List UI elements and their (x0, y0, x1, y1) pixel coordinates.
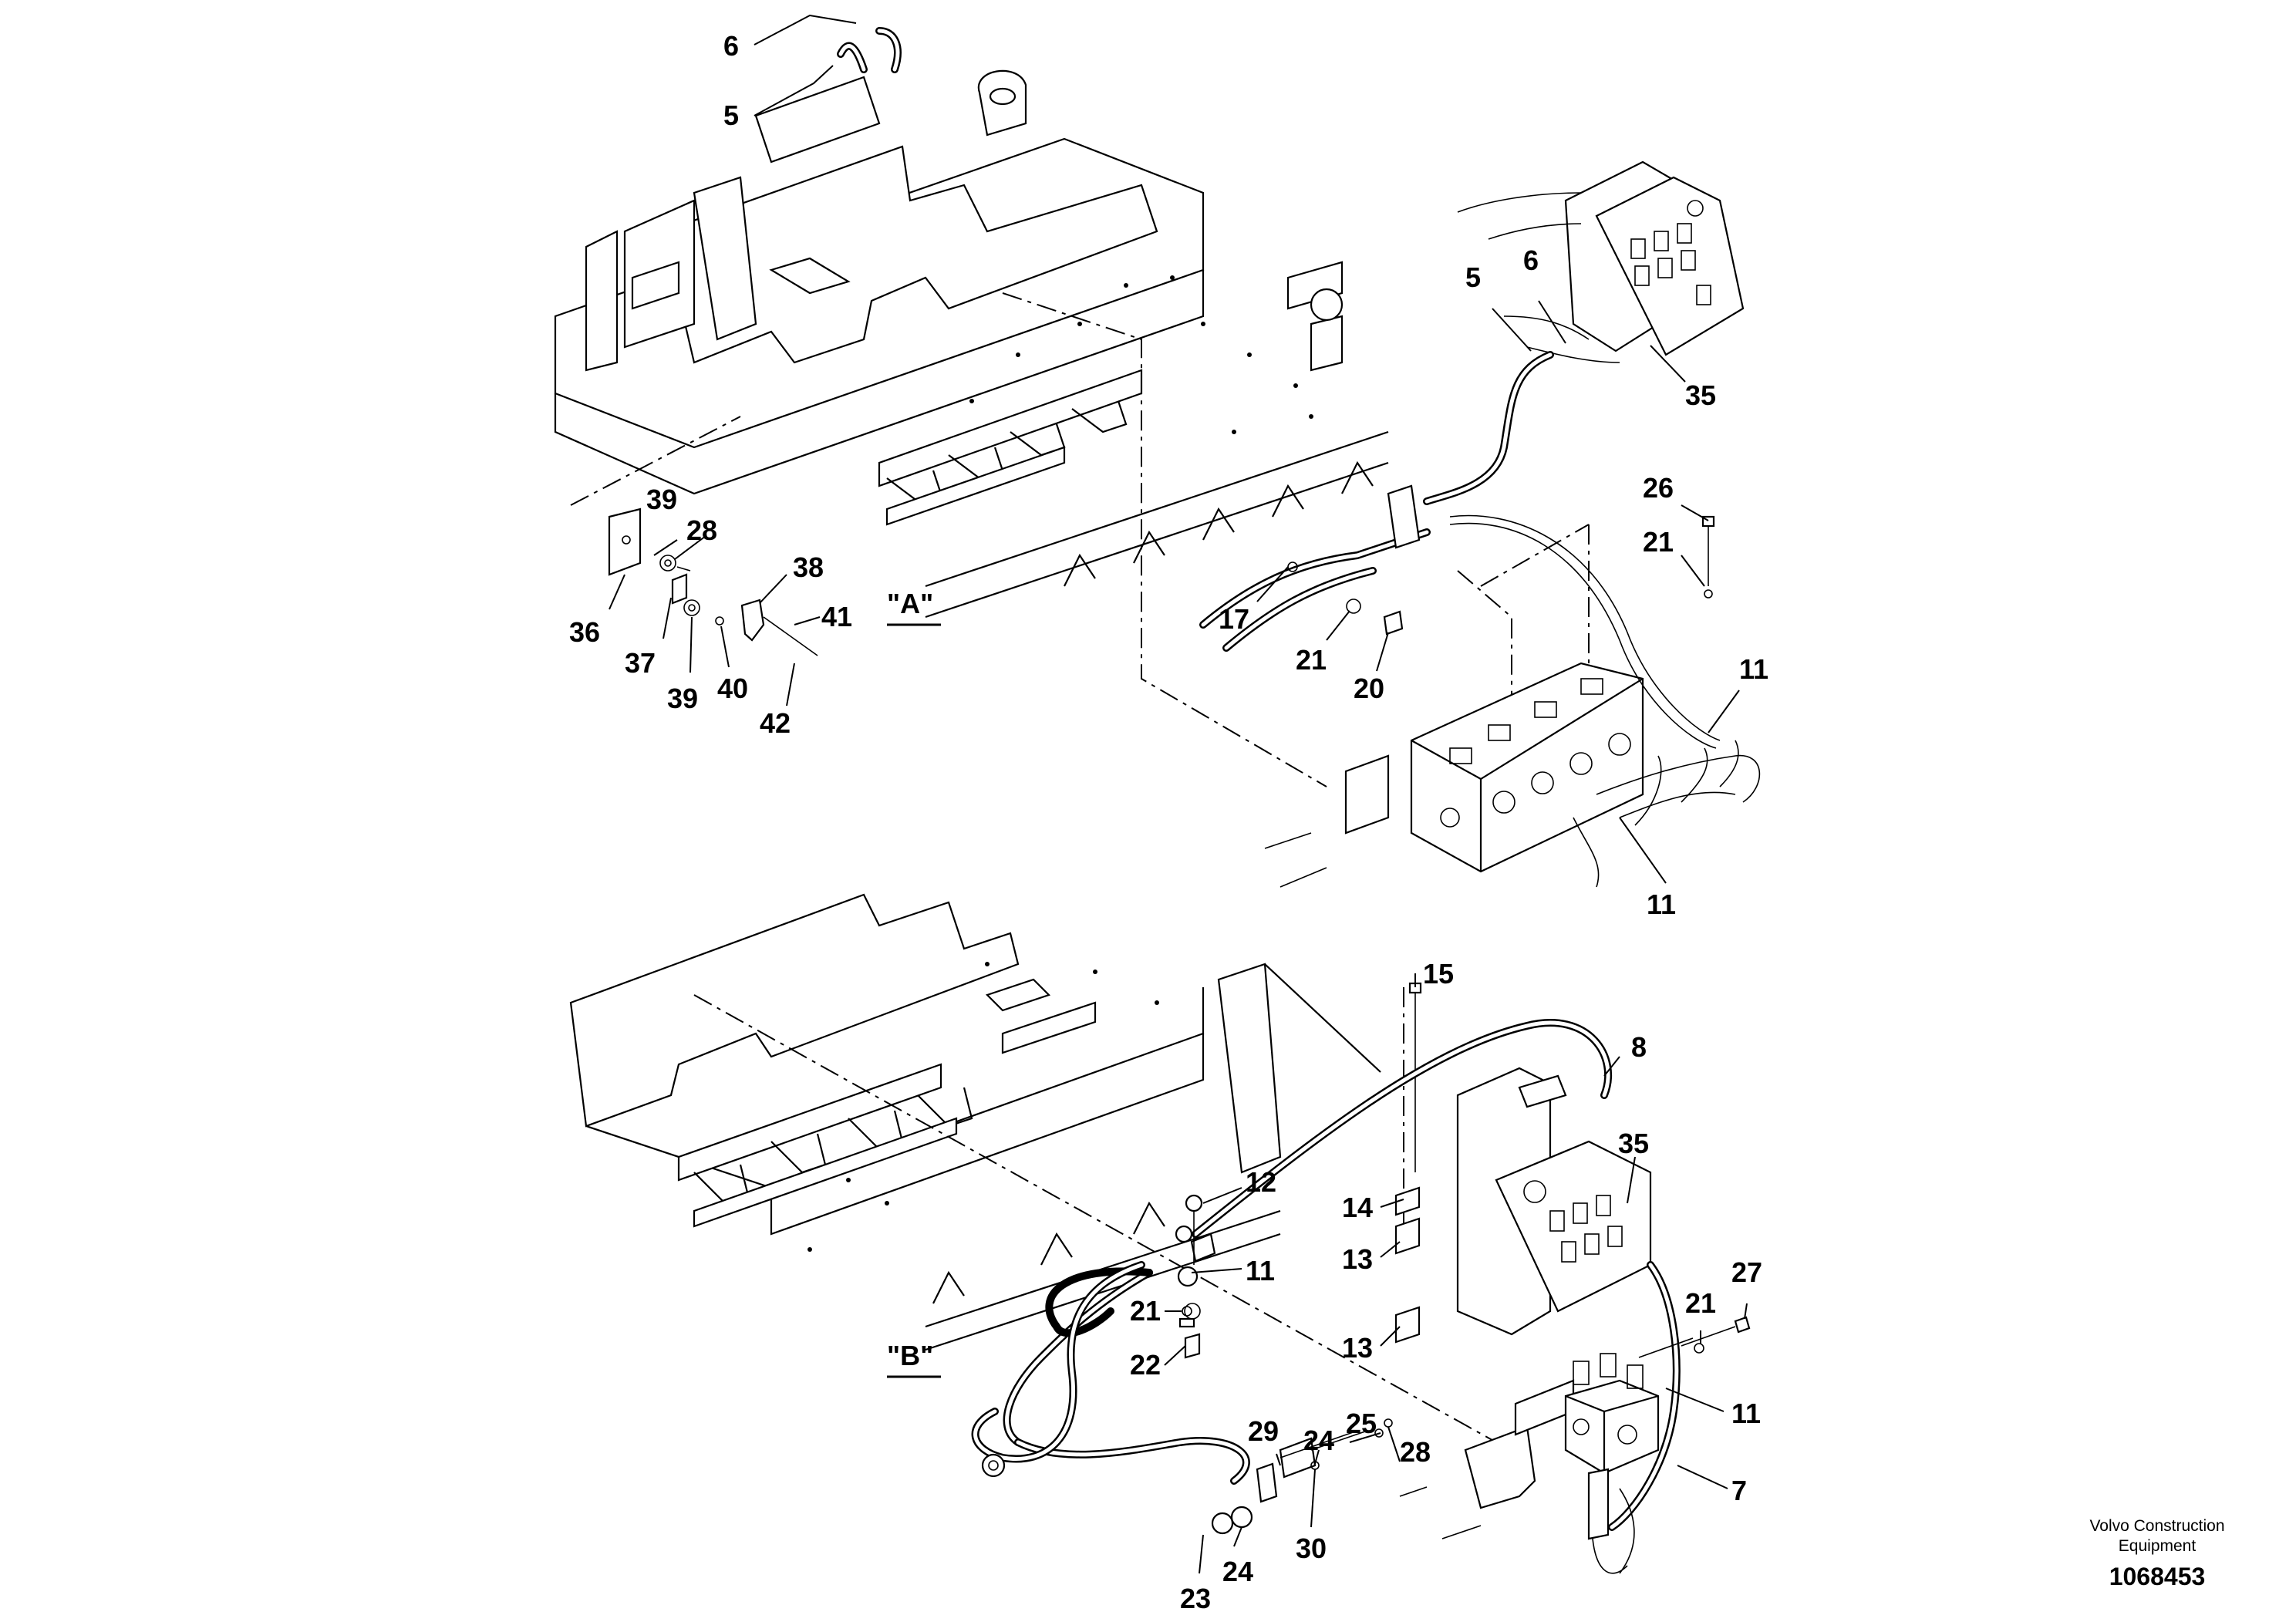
view-labels: "A" "B" (887, 588, 941, 1378)
control-console-upper (1423, 160, 1745, 505)
callout-28-a: 28 (686, 514, 717, 546)
callout-11-a-top: 11 (1739, 653, 1768, 685)
callout-17: 17 (1219, 603, 1249, 635)
callout-11-b: 11 (1246, 1255, 1275, 1286)
leader-lines (609, 14, 1748, 1574)
view-b-frame (569, 893, 1381, 1351)
callout-23: 23 (1180, 1583, 1211, 1614)
callout-14: 14 (1342, 1192, 1373, 1223)
callout-11-b-right: 11 (1731, 1398, 1761, 1429)
callout-27: 27 (1731, 1256, 1762, 1288)
callout-38: 38 (793, 551, 824, 583)
callout-13-top: 13 (1342, 1243, 1373, 1275)
callout-24-top: 24 (1303, 1425, 1334, 1456)
callout-39-bottom: 39 (667, 683, 698, 714)
view-b-alignment-lines (693, 987, 1497, 1443)
callout-21-a-right: 21 (1643, 526, 1674, 558)
sensor-bracket-assembly (608, 508, 818, 656)
callout-7: 7 (1731, 1475, 1747, 1506)
callout-21-b-right: 21 (1685, 1287, 1716, 1319)
callout-5-top: 5 (723, 99, 739, 131)
callout-36: 36 (569, 616, 600, 648)
callout-24-bottom: 24 (1222, 1556, 1253, 1587)
callout-30: 30 (1296, 1533, 1327, 1564)
callout-11-a-bottom: 11 (1647, 889, 1676, 920)
callout-12: 12 (1246, 1166, 1276, 1198)
callout-6-top: 6 (723, 30, 739, 62)
callout-40: 40 (717, 673, 748, 704)
valve-block-assembly (1199, 484, 1761, 888)
footer: Volvo Construction Equipment 1068453 (2089, 1517, 2224, 1590)
callout-5-right: 5 (1465, 261, 1481, 293)
document-number: 1068453 (2109, 1563, 2206, 1590)
callout-21-b: 21 (1130, 1295, 1161, 1327)
callout-15: 15 (1423, 958, 1454, 990)
callout-28-b: 28 (1400, 1436, 1431, 1468)
callouts-view-b: 15 8 35 12 14 13 11 21 22 13 27 21 11 29… (1130, 958, 1762, 1614)
view-label-b: "B" (887, 1340, 933, 1371)
callout-20: 20 (1354, 673, 1384, 704)
view-label-a: "A" (887, 588, 933, 619)
bracket-and-valve-lower (1175, 1225, 1751, 1574)
callout-35-a: 35 (1685, 379, 1716, 411)
callouts-view-a: 6 5 39 28 38 41 36 37 39 40 42 5 6 35 26… (569, 30, 1768, 920)
callout-39-top: 39 (646, 484, 677, 515)
callout-42: 42 (760, 707, 791, 739)
view-a-alignment-lines (570, 292, 1590, 787)
callout-37: 37 (625, 647, 656, 679)
callout-29: 29 (1248, 1415, 1279, 1447)
brand-line-1: Volvo Construction (2089, 1517, 2224, 1535)
callout-8: 8 (1631, 1031, 1647, 1063)
callout-13-bottom: 13 (1342, 1332, 1373, 1364)
callout-25: 25 (1346, 1408, 1377, 1439)
callout-22: 22 (1130, 1349, 1161, 1381)
brand-line-2: Equipment (2119, 1537, 2197, 1555)
callout-6-right: 6 (1523, 244, 1539, 276)
callout-35-b: 35 (1618, 1128, 1649, 1159)
view-a-frame (554, 27, 1389, 619)
callout-26: 26 (1643, 472, 1674, 504)
control-console-lower (971, 982, 1681, 1531)
callout-41: 41 (821, 601, 852, 632)
callout-21-a: 21 (1296, 644, 1327, 676)
